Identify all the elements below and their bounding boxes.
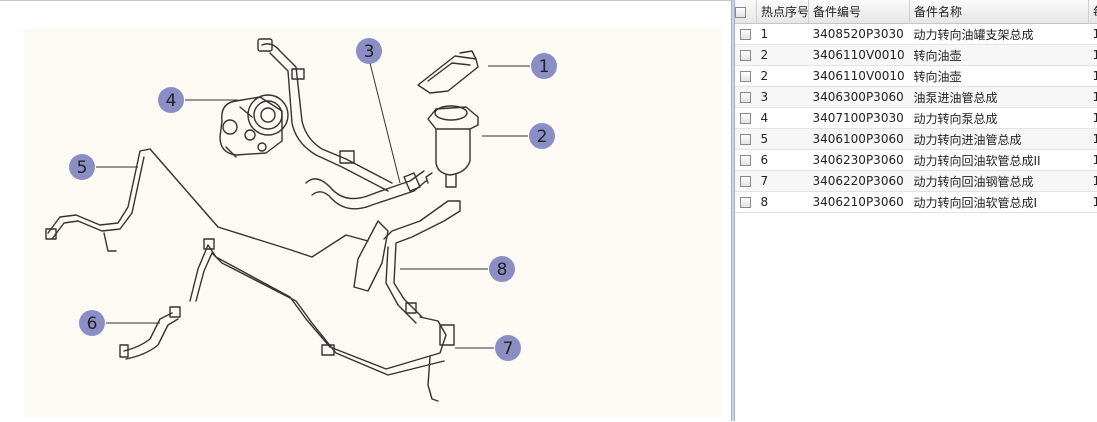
- callout-7[interactable]: 7: [495, 335, 521, 361]
- cell-part-name: 转向油壶: [910, 45, 1089, 66]
- row-checkbox[interactable]: [740, 113, 751, 124]
- cell-quantity: 1: [1089, 45, 1097, 66]
- cell-hotspot: 1: [757, 24, 809, 45]
- cell-part-code: 3406230P3060: [809, 150, 910, 171]
- svg-text:4: 4: [166, 91, 177, 111]
- parts-table: 热点序号 备件编号 备件名称 每 1 3408520P3030 动力转向油罐支架…: [735, 0, 1097, 213]
- parts-diagram-panel: 1 2 3 4 5 6 7: [0, 0, 731, 422]
- table-row[interactable]: 8 3406210P3060 动力转向回油软管总成I 1: [735, 192, 1097, 213]
- cell-part-name: 动力转向油罐支架总成: [910, 24, 1089, 45]
- table-header-row: 热点序号 备件编号 备件名称 每: [735, 0, 1097, 24]
- cell-quantity: 1: [1089, 108, 1097, 129]
- table-row[interactable]: 2 3406110V0010 转向油壶 1: [735, 66, 1097, 87]
- cell-hotspot: 8: [757, 192, 809, 213]
- cell-part-code: 3406110V0010: [809, 66, 910, 87]
- cell-quantity: 1: [1089, 129, 1097, 150]
- row-checkbox[interactable]: [740, 92, 751, 103]
- cell-part-code: 3406210P3060: [809, 192, 910, 213]
- row-checkbox[interactable]: [740, 29, 751, 40]
- cell-quantity: 1: [1089, 24, 1097, 45]
- callout-6[interactable]: 6: [79, 310, 105, 336]
- cell-part-name: 转向油壶: [910, 66, 1089, 87]
- header-part-name[interactable]: 备件名称: [910, 0, 1089, 24]
- cell-quantity: 1: [1089, 150, 1097, 171]
- row-checkbox[interactable]: [740, 134, 751, 145]
- callout-2[interactable]: 2: [529, 123, 555, 149]
- cell-hotspot: 2: [757, 66, 809, 87]
- cell-part-name: 动力转向回油软管总成I: [910, 192, 1089, 213]
- cell-part-code: 3406300P3060: [809, 87, 910, 108]
- row-checkbox[interactable]: [740, 197, 751, 208]
- table-row[interactable]: 3 3406300P3060 油泵进油管总成 1: [735, 87, 1097, 108]
- callout-1[interactable]: 1: [531, 53, 557, 79]
- callout-4[interactable]: 4: [158, 87, 184, 113]
- svg-text:2: 2: [537, 127, 548, 147]
- svg-text:5: 5: [77, 158, 88, 178]
- parts-grid-panel: 热点序号 备件编号 备件名称 每 1 3408520P3030 动力转向油罐支架…: [735, 0, 1097, 421]
- cell-hotspot: 4: [757, 108, 809, 129]
- row-checkbox[interactable]: [740, 71, 751, 82]
- cell-hotspot: 3: [757, 87, 809, 108]
- cell-part-name: 动力转向回油软管总成II: [910, 150, 1089, 171]
- callout-3[interactable]: 3: [356, 38, 382, 64]
- row-checkbox[interactable]: [740, 176, 751, 187]
- table-row[interactable]: 6 3406230P3060 动力转向回油软管总成II 1: [735, 150, 1097, 171]
- cell-quantity: 1: [1089, 66, 1097, 87]
- table-row[interactable]: 7 3406220P3060 动力转向回油钢管总成 1: [735, 171, 1097, 192]
- header-part-code[interactable]: 备件编号: [809, 0, 910, 24]
- callout-8[interactable]: 8: [489, 256, 515, 282]
- cell-part-code: 3406110V0010: [809, 45, 910, 66]
- callout-5[interactable]: 5: [69, 154, 95, 180]
- table-row[interactable]: 2 3406110V0010 转向油壶 1: [735, 45, 1097, 66]
- row-checkbox[interactable]: [740, 50, 751, 61]
- cell-part-name: 动力转向泵总成: [910, 108, 1089, 129]
- select-all-checkbox[interactable]: [735, 7, 746, 18]
- table-row[interactable]: 5 3406100P3060 动力转向进油管总成 1: [735, 129, 1097, 150]
- cell-hotspot: 5: [757, 129, 809, 150]
- header-select-all[interactable]: [735, 0, 757, 24]
- cell-part-code: 3407100P3030: [809, 108, 910, 129]
- cell-hotspot: 7: [757, 171, 809, 192]
- table-row[interactable]: 4 3407100P3030 动力转向泵总成 1: [735, 108, 1097, 129]
- svg-text:6: 6: [87, 314, 98, 334]
- cell-part-code: 3408520P3030: [809, 24, 910, 45]
- cell-part-code: 3406220P3060: [809, 171, 910, 192]
- svg-text:3: 3: [364, 42, 375, 62]
- cell-hotspot: 6: [757, 150, 809, 171]
- svg-text:7: 7: [503, 339, 514, 359]
- header-hotspot[interactable]: 热点序号: [757, 0, 809, 24]
- cell-part-name: 动力转向进油管总成: [910, 129, 1089, 150]
- cell-part-code: 3406100P3060: [809, 129, 910, 150]
- cell-quantity: 1: [1089, 192, 1097, 213]
- row-checkbox[interactable]: [740, 155, 751, 166]
- cell-part-name: 动力转向回油钢管总成: [910, 171, 1089, 192]
- table-row[interactable]: 1 3408520P3030 动力转向油罐支架总成 1: [735, 24, 1097, 45]
- svg-text:8: 8: [497, 260, 508, 280]
- cell-part-name: 油泵进油管总成: [910, 87, 1089, 108]
- cell-quantity: 1: [1089, 171, 1097, 192]
- svg-text:1: 1: [539, 57, 550, 77]
- cell-quantity: 1: [1089, 87, 1097, 108]
- parts-diagram: 1 2 3 4 5 6 7: [0, 1, 731, 422]
- header-quantity[interactable]: 每: [1089, 0, 1097, 24]
- cell-hotspot: 2: [757, 45, 809, 66]
